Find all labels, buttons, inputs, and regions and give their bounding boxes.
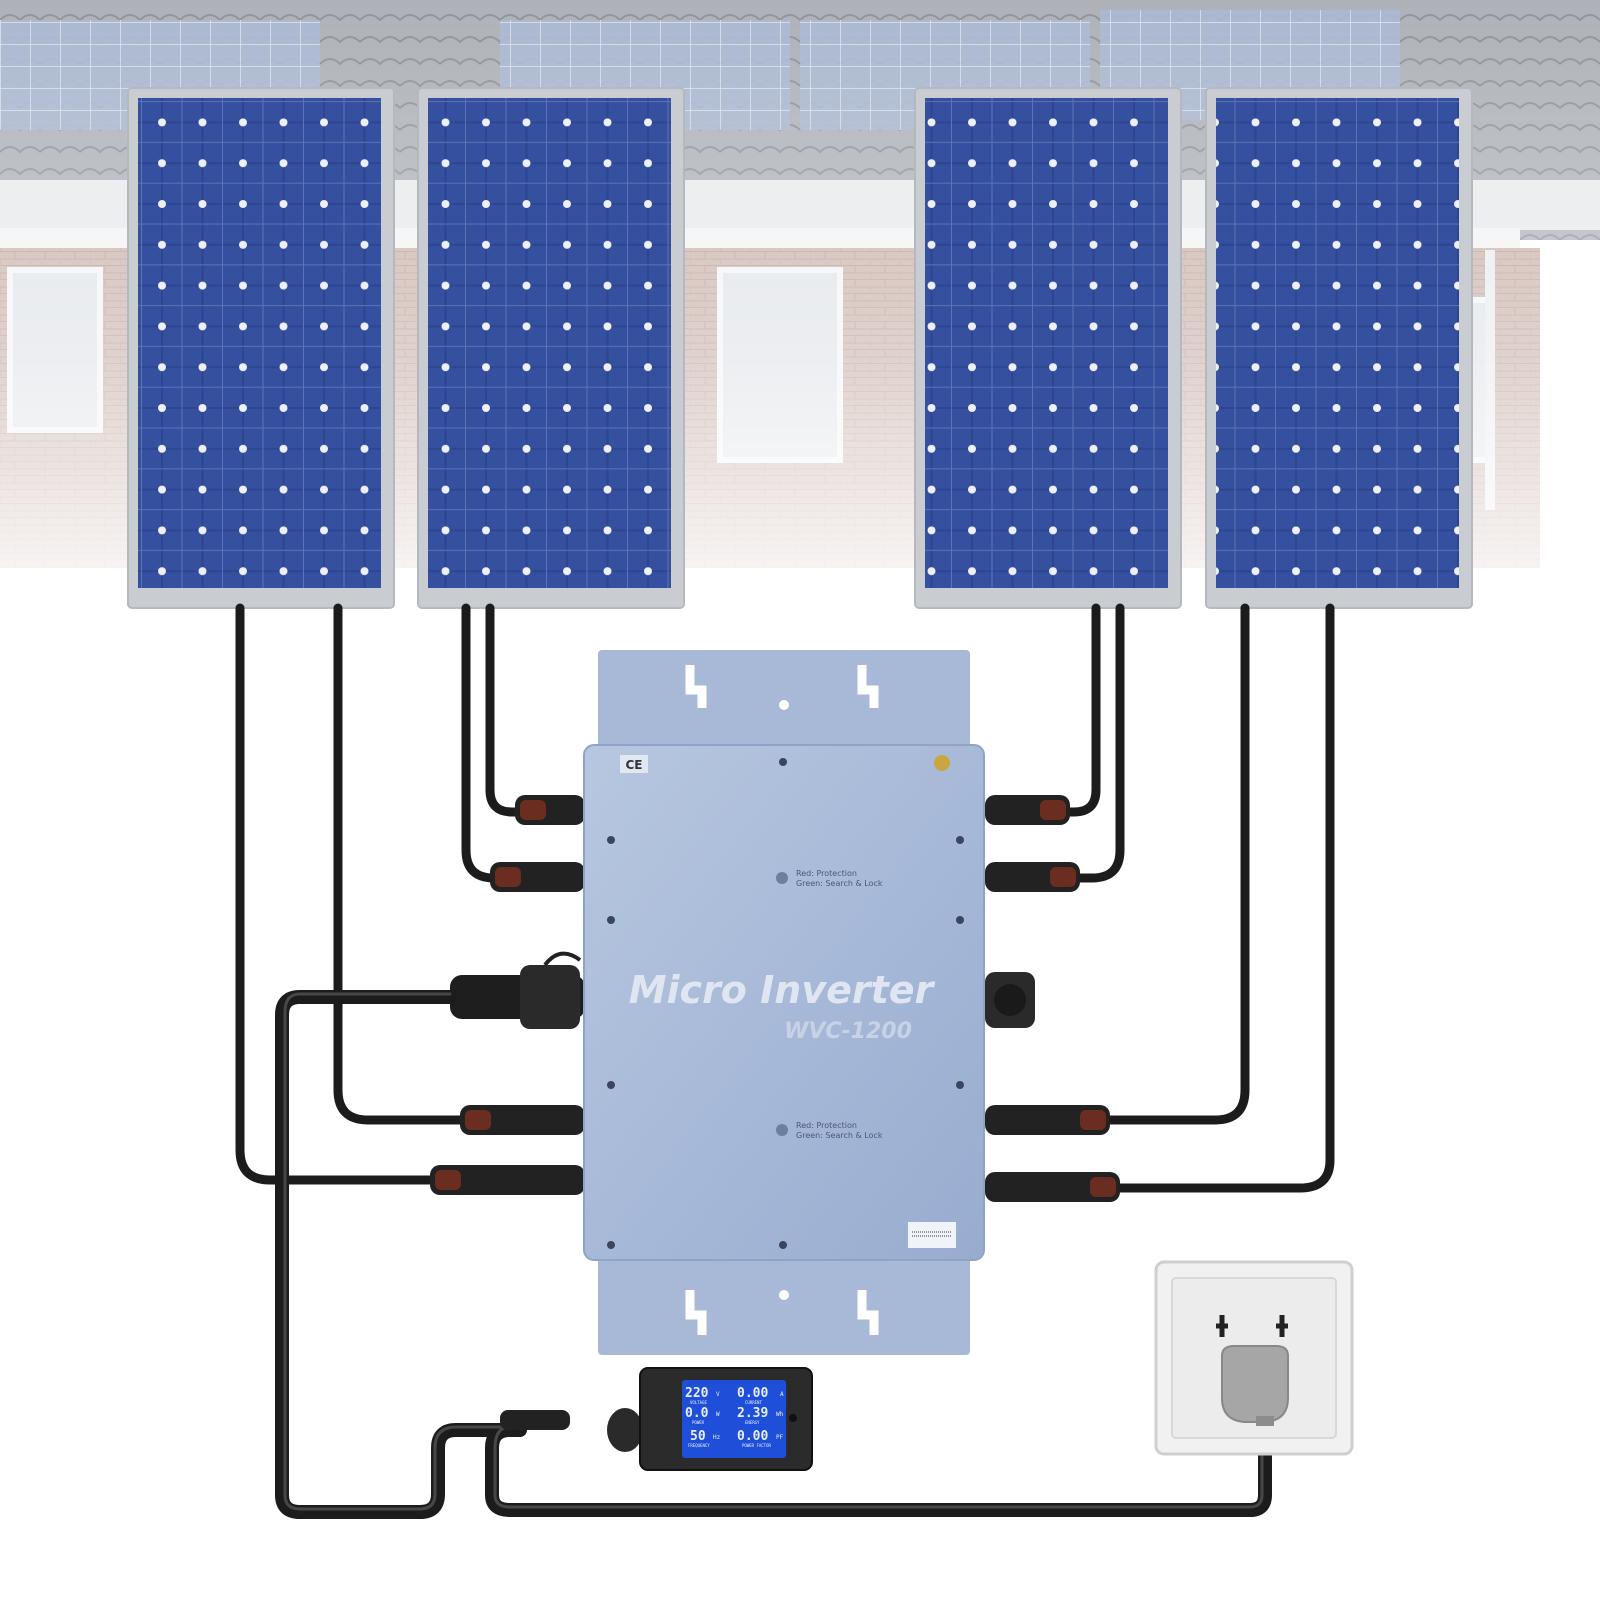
meter-power-value: 0.0 xyxy=(685,1406,709,1421)
micro-inverter: CE Red: Protection Green: Search & Lock … xyxy=(583,650,985,1355)
connector-right-4 xyxy=(985,1172,1120,1202)
connector-right-1 xyxy=(985,795,1070,825)
wall-socket xyxy=(1154,1260,1354,1456)
led-label-green: Green: Search & Lock xyxy=(796,879,883,888)
connector-left-2 xyxy=(490,862,585,892)
screws xyxy=(607,758,964,1249)
meter-current-label: CURRENT xyxy=(745,1400,762,1405)
meter-current-unit: A xyxy=(780,1391,784,1398)
connector-left-4 xyxy=(430,1165,585,1195)
dc-cables xyxy=(235,603,1335,1193)
meter-power-label: POWER xyxy=(692,1420,705,1425)
solar-panel-2 xyxy=(417,87,685,609)
inverter-model: WVC-1200 xyxy=(784,1019,912,1044)
meter-pf-label: POWER FACTOR xyxy=(742,1443,771,1448)
plug-icon xyxy=(1221,1345,1289,1423)
solar-panel-1 xyxy=(127,87,395,609)
solar-panel-3 xyxy=(914,87,1182,609)
connector-right-2 xyxy=(985,862,1080,892)
meter-energy-unit: Wh xyxy=(776,1411,784,1418)
mc4-connectors xyxy=(430,795,1120,1202)
meter-voltage-value: 220 xyxy=(685,1386,709,1401)
ac-output-connector xyxy=(450,951,585,1029)
meter-frequency-unit: Hz xyxy=(713,1434,721,1441)
meter-energy-value: 2.39 xyxy=(737,1406,768,1421)
meter-voltage-unit: V xyxy=(716,1391,720,1398)
meter-frequency-label: FREQUENCY xyxy=(688,1443,710,1448)
meter-voltage-label: VOLTAGE xyxy=(690,1400,707,1405)
meter-power-unit: W xyxy=(716,1411,720,1418)
solar-panel-4 xyxy=(1205,87,1473,609)
connector-left-1 xyxy=(515,795,585,825)
led-label-green-2: Green: Search & Lock xyxy=(796,1131,883,1140)
meter-current-value: 0.00 xyxy=(737,1386,768,1401)
connector-right-3 xyxy=(985,1105,1110,1135)
meter-pf-value: 0.00 xyxy=(737,1429,768,1444)
meter-frequency-value: 50 xyxy=(690,1429,706,1444)
led-label-red-2: Red: Protection xyxy=(796,1121,857,1130)
meter-energy-label: ENERGY xyxy=(745,1420,760,1425)
meter-pf-unit: PF xyxy=(776,1434,784,1441)
ce-mark: CE xyxy=(625,758,642,772)
led-label-red: Red: Protection xyxy=(796,869,857,878)
ac-cable-highlight xyxy=(283,992,1264,1511)
power-meter: 220 V 0.00 A VOLTAGE CURRENT 0.0 W 2.39 … xyxy=(500,1367,813,1471)
connector-left-3 xyxy=(460,1105,585,1135)
inverter-title: Micro Inverter xyxy=(629,968,936,1012)
ac-link-port xyxy=(985,972,1035,1028)
